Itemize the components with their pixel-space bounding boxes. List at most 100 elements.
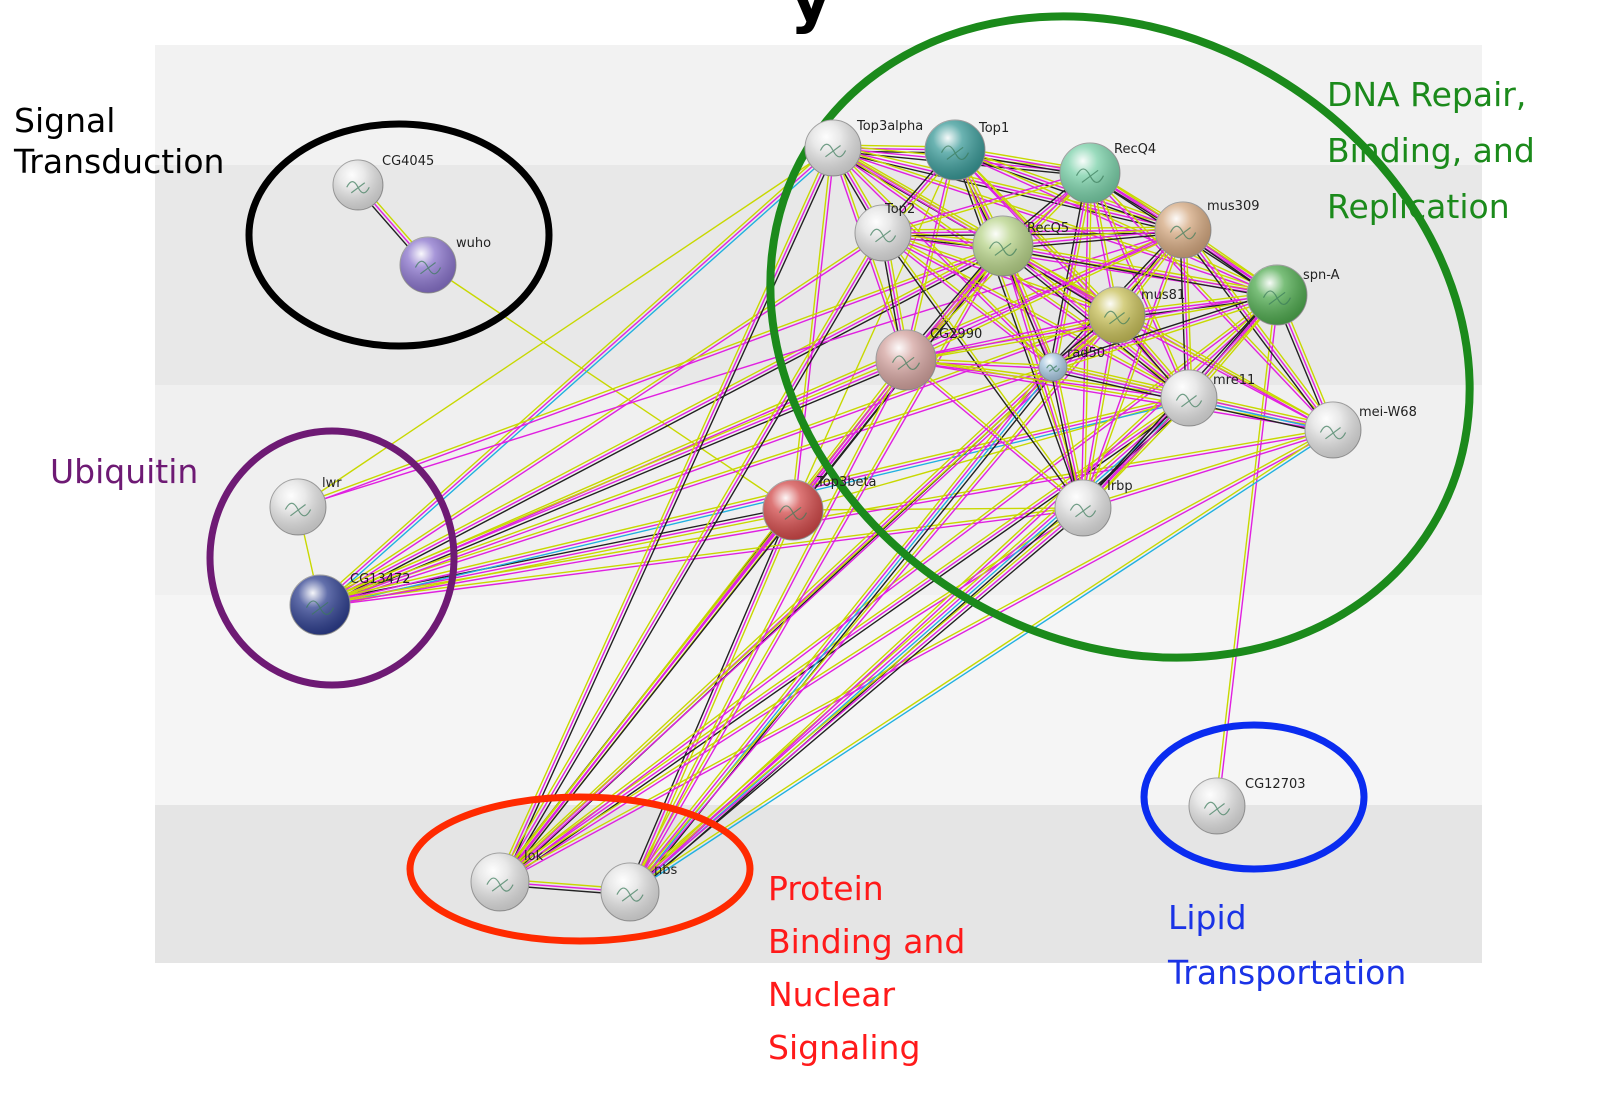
node-nbs[interactable]: nbs bbox=[600, 862, 677, 922]
edge-Top3alpha-spn-A-experimental bbox=[832, 148, 1277, 298]
edge-mus81-CG2990-experimental bbox=[905, 312, 1117, 360]
edge-lok-spn-A-text_mining bbox=[498, 293, 1277, 882]
edge-Top3alpha-spn-A-text_mining bbox=[833, 145, 1278, 295]
node-label: lwr bbox=[322, 476, 342, 491]
edge-spn-A-CG2990-text_mining bbox=[906, 295, 1278, 363]
dna-label-line-3: Replication bbox=[1327, 187, 1510, 226]
edge-CG2990-mei-W68-experimental bbox=[905, 360, 1333, 433]
node-label: wuho bbox=[456, 236, 491, 251]
node-gloss bbox=[805, 120, 861, 176]
edge-Top2-mus309-experimental bbox=[882, 229, 1184, 234]
node-wuho[interactable]: wuho bbox=[399, 236, 491, 294]
edge-spn-A-rad50-experimental bbox=[1052, 294, 1278, 368]
node-gloss bbox=[1060, 143, 1120, 203]
node-lwr[interactable]: lwr bbox=[269, 476, 342, 536]
lipid-group-label: Lipid Transportation bbox=[1168, 890, 1406, 1000]
node-gloss bbox=[601, 863, 659, 921]
node-CG4045[interactable]: CG4045 bbox=[332, 154, 434, 211]
edge-mus81-mei-W68-text_mining bbox=[1117, 313, 1335, 430]
node-lok[interactable]: lok bbox=[470, 849, 544, 912]
node-CG13472[interactable]: CG13472 bbox=[289, 572, 411, 636]
node-gloss bbox=[333, 160, 383, 210]
node-spn-A[interactable]: spn-A bbox=[1246, 264, 1340, 326]
lipid-group-ellipse bbox=[1140, 721, 1368, 873]
node-mei-W68[interactable]: mei-W68 bbox=[1304, 401, 1417, 459]
protein-label-line-2: Binding and bbox=[768, 922, 966, 961]
protein-structure-icon bbox=[346, 181, 370, 194]
edge-RecQ4-Irbp-text_mining bbox=[1083, 173, 1093, 509]
edge-lok-Top3alpha-coexpression bbox=[502, 148, 837, 884]
edge-CG13472-Top2-experimental bbox=[320, 233, 885, 607]
node-RecQ5[interactable]: RecQ5 bbox=[972, 215, 1069, 277]
protein-structure-icon bbox=[819, 143, 847, 158]
node-mre11[interactable]: mre11 bbox=[1160, 369, 1255, 427]
edge-Top2-mre11-text_mining bbox=[883, 231, 1191, 398]
edge-Top3alpha-rad50-experimental bbox=[831, 148, 1053, 369]
edge-CG13472-Top3alpha-database bbox=[321, 149, 836, 608]
protein-structure-icon bbox=[988, 241, 1018, 257]
edge-CG13472-Irbp-text_mining bbox=[319, 505, 1083, 605]
dna-label-line-1: DNA Repair, bbox=[1327, 75, 1527, 114]
node-gloss bbox=[290, 575, 350, 635]
edge-lok-mei-W68-experimental bbox=[500, 430, 1335, 884]
node-RecQ4[interactable]: RecQ4 bbox=[1059, 142, 1156, 204]
lipid-label-line-2: Transportation bbox=[1168, 953, 1407, 992]
edge-Top3beta-Irbp-text_mining bbox=[792, 507, 1084, 511]
node-Top1[interactable]: Top1 bbox=[924, 119, 1009, 181]
edge-CG13472-Top3alpha-text_mining bbox=[317, 145, 832, 604]
dna-label-line-2: Binding, and bbox=[1327, 131, 1535, 170]
edge-RecQ5-Irbp-experimental bbox=[1000, 246, 1083, 509]
node-label: Top2 bbox=[884, 202, 915, 217]
edge-spn-A-rad50-coexpression bbox=[1051, 291, 1277, 365]
title-fragment: y bbox=[790, 0, 832, 34]
signal-group-label: Signal Transduction bbox=[14, 100, 224, 182]
edge-Top2-rad50-experimental bbox=[881, 233, 1053, 369]
node-label: rad50 bbox=[1067, 346, 1105, 361]
node-rad50[interactable]: rad50 bbox=[1038, 346, 1105, 382]
edge-Top3beta-nbs-text_mining bbox=[632, 510, 797, 894]
node-Irbp[interactable]: Irbp bbox=[1054, 479, 1133, 537]
node-Top3alpha[interactable]: Top3alpha bbox=[804, 119, 923, 177]
edge-nbs-CG2990-text_mining bbox=[628, 358, 906, 892]
dna-group-label: DNA Repair, Binding, and Replication bbox=[1327, 67, 1535, 235]
edge-nbs-mus81-text_mining bbox=[628, 313, 1117, 892]
edge-Top3beta-nbs-experimental bbox=[629, 509, 794, 893]
node-mus81[interactable]: mus81 bbox=[1088, 286, 1185, 344]
edge-Top2-rad50-text_mining bbox=[883, 231, 1055, 367]
node-gloss bbox=[1039, 353, 1067, 381]
edge-mus81-CG2990-text_mining bbox=[906, 315, 1118, 363]
node-gloss bbox=[1055, 480, 1111, 536]
edge-CG2990-mre11-experimental bbox=[905, 360, 1189, 401]
node-label: nbs bbox=[654, 863, 677, 878]
edge-lok-Top2-coexpression bbox=[501, 234, 887, 884]
edge-RecQ4-rad50-text_mining bbox=[1055, 173, 1094, 368]
node-gloss bbox=[1189, 778, 1245, 834]
edge-CG13472-mei-W68-experimental bbox=[320, 430, 1334, 608]
edge-CG13472-Top2-text_mining bbox=[318, 231, 883, 605]
node-gloss bbox=[471, 853, 529, 911]
node-Top2[interactable]: Top2 bbox=[854, 202, 915, 262]
ubiquitin-group-label: Ubiquitin bbox=[50, 451, 198, 492]
node-gloss bbox=[1305, 402, 1361, 458]
protein-structure-icon bbox=[1319, 425, 1347, 440]
protein-structure-icon bbox=[1075, 168, 1105, 184]
edge-CG13472-mre11-database bbox=[320, 400, 1190, 609]
node-CG2990[interactable]: CG2990 bbox=[875, 327, 982, 391]
edge-nbs-mei-W68-text_mining bbox=[628, 428, 1333, 892]
edge-RecQ4-Top2-text_mining bbox=[883, 173, 1091, 236]
edge-CG13472-CG2990-experimental bbox=[319, 359, 907, 606]
node-CG12703[interactable]: CG12703 bbox=[1188, 777, 1306, 835]
protein-label-line-3: Nuclear bbox=[768, 975, 896, 1014]
edge-nbs-rad50-experimental bbox=[628, 365, 1053, 892]
node-label: lok bbox=[524, 849, 544, 864]
protein-structure-icon bbox=[1069, 503, 1097, 518]
edge-CG13472-mre11-experimental bbox=[319, 397, 1190, 606]
edge-CG12703-spn-A-text_mining bbox=[1214, 294, 1277, 806]
node-mus309[interactable]: mus309 bbox=[1154, 199, 1260, 259]
edge-CG13472-mre11-text_mining bbox=[319, 394, 1189, 603]
edge-RecQ4-mre11-experimental bbox=[1087, 173, 1189, 399]
node-Top3beta[interactable]: Top3beta bbox=[762, 475, 877, 541]
edge-Top1-spn-A-experimental bbox=[954, 150, 1277, 298]
